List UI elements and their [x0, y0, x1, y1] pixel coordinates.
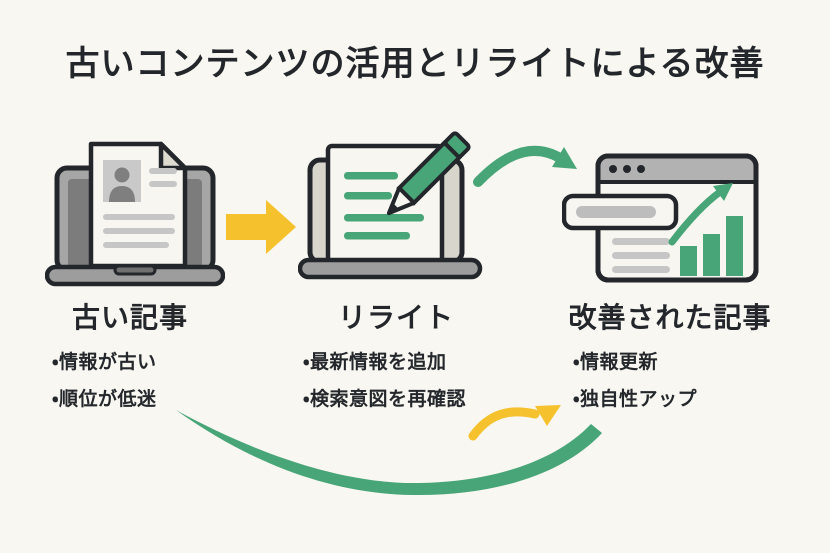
laptop-base — [298, 257, 483, 280]
bullet-item: ・検索意図を再確認 — [303, 389, 466, 410]
old-article-bullets: ・情報が古い ・順位が低迷 — [52, 344, 156, 418]
improved-article-chart-icon — [562, 153, 759, 283]
rewrite-pencil-laptop-icon — [298, 131, 483, 280]
recycle-loop-arrow-icon — [176, 410, 602, 496]
search-bar-icon — [562, 193, 679, 231]
bar-chart-icon — [680, 216, 743, 276]
browser-titlebar — [598, 156, 756, 182]
improved-article-bullets: ・情報更新 ・独自性アップ — [573, 344, 697, 418]
loop-to-improved-arrow-icon — [468, 405, 561, 441]
improved-article-heading: 改善された記事 — [568, 302, 772, 333]
step1-to-step2-arrow-icon — [226, 200, 296, 254]
rewrite-heading: リライト — [337, 302, 454, 333]
page-title: 古いコンテンツの活用とリライトによる改善 — [65, 45, 765, 83]
avatar-placeholder-icon — [103, 160, 141, 202]
rewrite-bullets: ・最新情報を追加 ・検索意図を再確認 — [303, 344, 466, 418]
bullet-item: ・情報が古い — [52, 352, 157, 373]
pencil-icon — [386, 131, 471, 216]
bullet-item: ・順位が低迷 — [52, 389, 157, 410]
growth-arrow-icon — [668, 183, 733, 246]
old-document-icon — [88, 141, 188, 269]
page-fold-icon — [158, 141, 188, 171]
bullet-item: ・情報更新 — [573, 352, 658, 373]
bullet-item: ・独自性アップ — [573, 389, 697, 410]
bullet-item: ・最新情報を追加 — [303, 352, 447, 373]
step2-to-step3-arrow-icon — [473, 145, 577, 187]
browser-dots-icon — [609, 165, 645, 173]
old-article-laptop-icon — [45, 141, 225, 287]
old-article-heading: 古い記事 — [71, 302, 188, 333]
